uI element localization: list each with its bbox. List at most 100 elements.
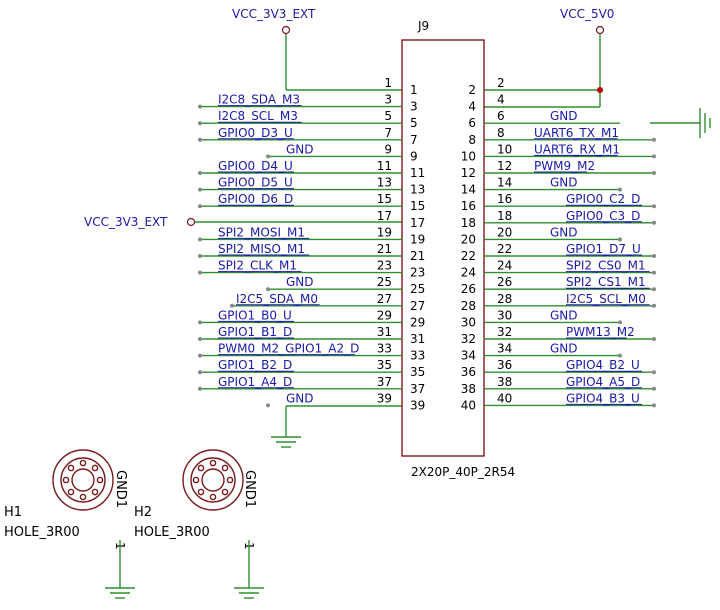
net-end-dot-icon <box>198 204 202 209</box>
net-end-dot-icon <box>652 270 656 275</box>
pin-number-outer: 24 <box>497 259 512 273</box>
pin-number-outer: 34 <box>497 342 512 356</box>
net-label: GPIO1_D7_U <box>566 242 641 256</box>
pin-number-outer: 15 <box>377 192 392 206</box>
pin-number-inner: 8 <box>468 133 476 147</box>
connector-body <box>401 39 485 457</box>
net-label: GPIO1_A4_D <box>218 375 292 389</box>
net-end-dot-icon <box>652 337 656 341</box>
pin-number-inner: 32 <box>461 332 476 346</box>
net-label: GPIO0_C2_D <box>566 192 640 206</box>
pin-number-inner: 9 <box>410 149 418 163</box>
net-label: UART6_TX_M1 <box>534 126 619 140</box>
pin-number-outer: 30 <box>497 308 512 322</box>
pin-number-inner: 7 <box>410 133 418 147</box>
net-label: PWM9_M2 <box>534 159 595 173</box>
net-label: GND <box>550 225 578 239</box>
pin-number-outer: 31 <box>377 325 392 339</box>
pin-number-inner: 6 <box>468 116 476 130</box>
hole-via-icon <box>96 476 104 484</box>
hole-via-icon <box>67 464 75 472</box>
pin-number-outer: 33 <box>377 342 392 356</box>
pin-number-inner: 15 <box>410 199 425 213</box>
pin-number-inner: 34 <box>461 349 476 363</box>
net-label: GPIO4_B3_U <box>566 391 640 405</box>
ground-symbol-pin39-icon <box>271 405 402 448</box>
power-port-circle-icon <box>595 25 605 35</box>
net-label: SPI2_MOSI_M1 <box>218 225 305 239</box>
net-end-dot-icon <box>198 270 202 275</box>
net-label: GND <box>550 176 578 190</box>
connector-footprint: 2X20P_40P_2R54 <box>411 465 515 479</box>
pin-number-outer: 38 <box>497 375 512 389</box>
hole-via-icon <box>62 476 70 484</box>
pin-number-inner: 11 <box>410 166 425 180</box>
net-label: GPIO1_B1_D <box>218 325 292 339</box>
vcc-3v3-ext-left-label: VCC_3V3_EXT <box>84 215 168 229</box>
net-end-dot-icon <box>198 337 202 341</box>
pin-number-outer: 2 <box>497 76 505 90</box>
net-end-dot-icon <box>652 403 656 408</box>
pin-number-outer: 5 <box>384 109 392 123</box>
net-end-dot-icon <box>198 254 202 258</box>
net-label: SPI2_MISO_M1 <box>218 242 305 256</box>
pin-number-outer: 40 <box>497 391 512 405</box>
net-end-dot-icon <box>618 353 622 358</box>
hole-ref: H2 <box>134 505 152 520</box>
vcc-5v0-net: VCC_5V0 <box>484 7 614 108</box>
net-label: GPIO4_A5_D <box>566 375 640 389</box>
net-label: GPIO0_C3_D <box>566 209 640 223</box>
vcc-3v3-ext-left-net: VCC_3V3_EXT <box>84 215 402 229</box>
net-end-dot-icon <box>652 386 656 391</box>
hole-via-icon <box>79 459 87 467</box>
pin-number-outer: 14 <box>497 176 512 190</box>
pin-number-inner: 18 <box>461 216 476 230</box>
net-end-dot-icon <box>652 171 656 175</box>
net-end-dot-icon <box>652 137 656 142</box>
net-label: SPI2_CS1_M1 <box>566 275 646 289</box>
hole-via-icon <box>91 464 99 472</box>
net-label: GPIO4_B2_U <box>566 358 640 372</box>
net-label: GPIO0_D6_D <box>218 192 293 206</box>
pin-number-inner: 29 <box>410 315 425 329</box>
pin-number-outer: 35 <box>377 358 392 372</box>
net-label: GND <box>286 142 314 156</box>
hole-mid-ring-icon <box>60 457 106 503</box>
pin-number-inner: 24 <box>461 266 476 280</box>
pin-number-inner: 39 <box>410 398 425 412</box>
power-port-circle-icon <box>186 217 196 227</box>
net-end-dot-icon <box>198 386 202 391</box>
pin-number-outer: 25 <box>377 275 392 289</box>
pin-number-outer: 36 <box>497 358 512 372</box>
net-label: GPIO0_D3_U <box>218 126 293 140</box>
vcc-5v0-label: VCC_5V0 <box>560 7 614 21</box>
pin-number-inner: 4 <box>468 100 476 114</box>
net-end-dot-icon <box>652 370 656 375</box>
hole-net-label: GND1 <box>113 470 128 508</box>
hole-net-label: GND1 <box>242 470 257 508</box>
net-label: I2C5_SCL_M0 <box>566 292 646 306</box>
connector-ref: J9 <box>417 19 429 33</box>
pin-number-inner: 10 <box>461 149 476 163</box>
pin-number-inner: 1 <box>410 83 418 97</box>
